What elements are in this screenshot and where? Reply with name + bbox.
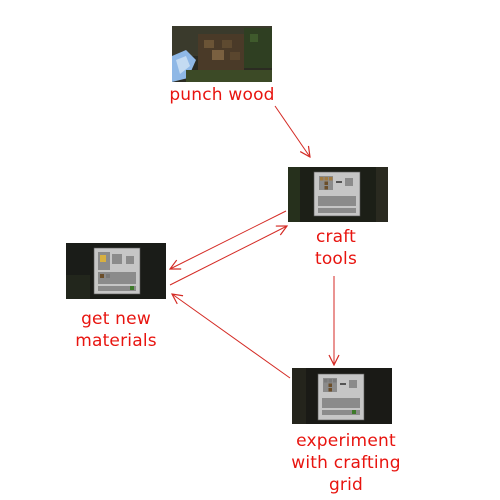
label-experiment-grid: experiment with crafting grid (291, 431, 401, 495)
label-punch-wood: punch wood (169, 85, 275, 105)
arrow-craft-tools-to-get-new-materials (170, 210, 287, 269)
crafting-grid-screenshot-image (292, 368, 392, 424)
wood-screenshot-image (172, 26, 272, 82)
arrow-experiment-grid-to-get-new-materials (172, 294, 291, 379)
arrow-punch-wood-to-craft-tools (274, 105, 310, 157)
label-get-new-materials: get new materials (75, 309, 157, 351)
crafting-table-screenshot-image (288, 167, 388, 222)
label-craft-tools: craft tools (314, 227, 358, 269)
arrow-get-new-materials-to-craft-tools (169, 226, 287, 286)
inventory-screenshot-image (66, 243, 166, 299)
